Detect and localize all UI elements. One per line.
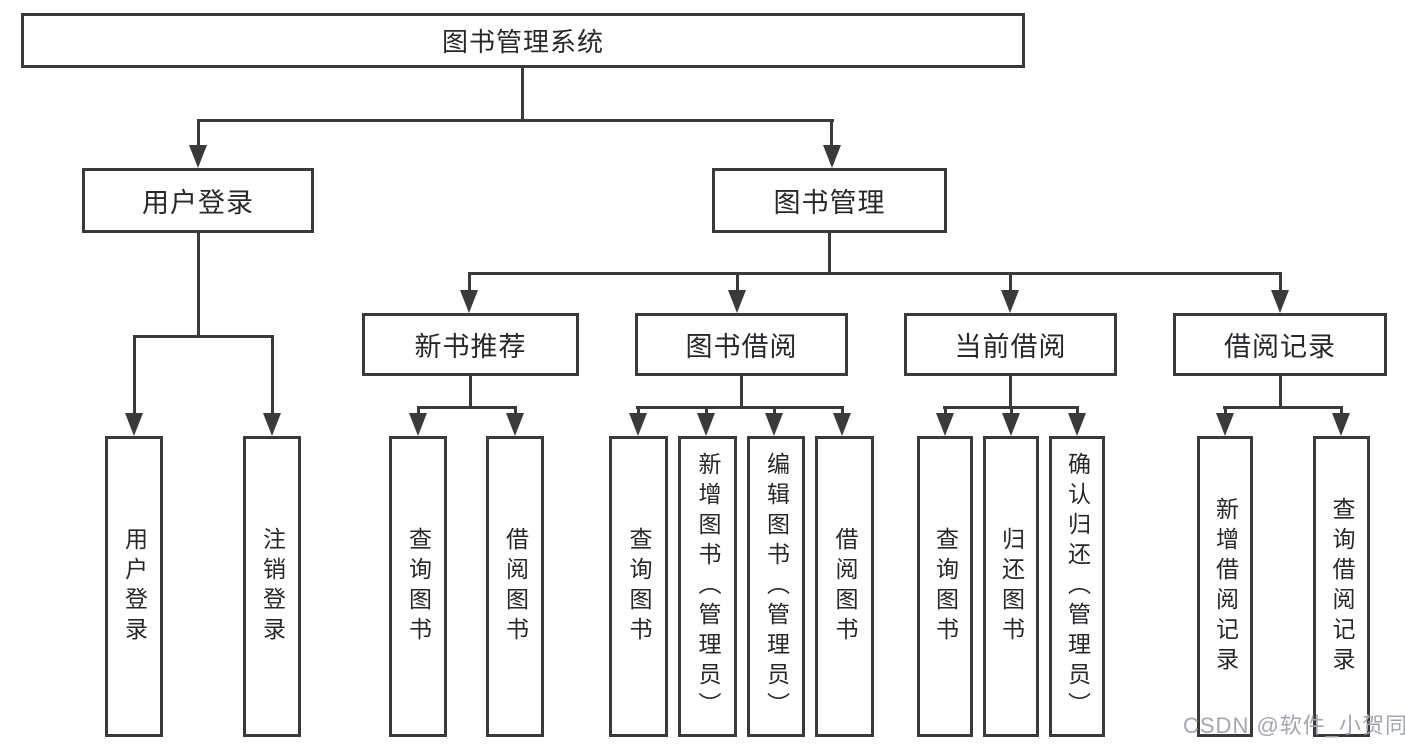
node-label: 确认归还（管理员） <box>1064 451 1091 722</box>
node-label: 查询图书 <box>932 526 959 647</box>
node-label: 图书管理系统 <box>441 27 604 57</box>
connector-line <box>417 406 420 416</box>
node-label: 新书推荐 <box>414 332 527 362</box>
connector-line <box>1076 406 1079 416</box>
node-label: 查询图书 <box>626 526 652 647</box>
arrow-down-icon <box>1001 290 1019 313</box>
connector-line <box>637 406 640 416</box>
leaf-query-books-borrow: 查询图书 <box>609 436 668 737</box>
node-label: 当前借阅 <box>954 332 1067 362</box>
node-current-borrow: 当前借阅 <box>904 313 1117 376</box>
node-label: 注销登录 <box>259 526 286 647</box>
connector-line <box>1009 272 1012 292</box>
arrow-down-icon <box>125 413 143 436</box>
leaf-confirm-return-admin: 确认归还（管理员） <box>1049 436 1105 737</box>
connector-line <box>469 376 472 406</box>
arrow-down-icon <box>1002 413 1020 436</box>
arrow-down-icon <box>263 413 281 436</box>
node-label: 用户登录 <box>142 188 254 218</box>
connector-line <box>1223 406 1343 409</box>
connector-line <box>1279 272 1282 292</box>
leaf-logout: 注销登录 <box>243 436 301 737</box>
csdn-watermark: CSDN @软件_小贺同学 <box>1183 713 1405 738</box>
node-book-borrow: 图书借阅 <box>635 313 848 376</box>
connector-line <box>944 406 947 416</box>
leaf-return-books: 归还图书 <box>983 436 1039 737</box>
node-label: 借阅记录 <box>1224 332 1336 362</box>
arrow-down-icon <box>460 290 478 313</box>
arrow-down-icon <box>629 413 647 436</box>
leaf-borrow-books-recommend: 借阅图书 <box>486 436 544 737</box>
connector-line <box>197 119 834 122</box>
node-label: 查询图书 <box>405 526 432 647</box>
leaf-edit-books-admin: 编辑图书（管理员） <box>747 436 805 737</box>
node-label: 借阅图书 <box>502 526 529 647</box>
connector-line <box>841 406 844 416</box>
node-user-login: 用户登录 <box>82 168 314 233</box>
arrow-down-icon <box>1271 290 1289 313</box>
connector-line <box>1340 406 1343 416</box>
arrow-down-icon <box>936 413 954 436</box>
leaf-query-books-current: 查询图书 <box>917 436 973 737</box>
connector-line <box>133 335 136 415</box>
connector-line <box>1279 376 1282 406</box>
connector-line <box>705 406 708 416</box>
connector-line <box>636 406 844 409</box>
connector-line <box>521 68 524 119</box>
node-book-management: 图书管理 <box>712 168 947 233</box>
connector-line <box>197 233 200 335</box>
arrow-down-icon <box>697 413 715 436</box>
node-new-book-recommend: 新书推荐 <box>362 313 579 376</box>
arrow-down-icon <box>728 290 746 313</box>
arrow-down-icon <box>506 413 524 436</box>
node-label: 图书管理 <box>773 188 886 218</box>
leaf-add-books-admin: 新增图书（管理员） <box>678 436 737 737</box>
arrow-down-icon <box>1068 413 1086 436</box>
node-borrow-records: 借阅记录 <box>1173 313 1387 376</box>
node-label: 借阅图书 <box>832 526 858 647</box>
connector-line <box>828 233 831 275</box>
arrow-down-icon <box>823 145 841 168</box>
connector-line <box>1224 406 1227 416</box>
connector-line <box>773 406 776 416</box>
node-label: 图书借阅 <box>685 332 798 362</box>
connector-line <box>133 335 274 338</box>
leaf-add-borrow-record: 新增借阅记录 <box>1197 436 1253 737</box>
connector-line <box>468 272 1282 275</box>
arrow-down-icon <box>1332 413 1350 436</box>
leaf-query-books-recommend: 查询图书 <box>389 436 447 737</box>
connector-line <box>830 119 833 147</box>
connector-line <box>1009 376 1012 406</box>
connector-line <box>271 335 274 415</box>
node-label: 编辑图书（管理员） <box>763 451 790 722</box>
node-label: 查询借阅记录 <box>1329 496 1355 677</box>
leaf-user-login: 用户登录 <box>105 436 163 737</box>
connector-line <box>736 272 739 292</box>
node-label: 新增借阅记录 <box>1212 496 1239 677</box>
arrow-down-icon <box>765 413 783 436</box>
connector-line <box>468 272 471 292</box>
connector-line <box>417 406 517 409</box>
arrow-down-icon <box>409 413 427 436</box>
leaf-query-borrow-record: 查询借阅记录 <box>1313 436 1370 737</box>
arrow-down-icon <box>189 145 207 168</box>
connector-line <box>740 376 743 406</box>
node-label: 用户登录 <box>121 526 148 647</box>
node-label: 归还图书 <box>998 526 1025 647</box>
connector-line <box>514 406 517 416</box>
node-root: 图书管理系统 <box>21 13 1025 68</box>
connector-line <box>1010 406 1013 416</box>
leaf-borrow-books: 借阅图书 <box>815 436 874 737</box>
node-label: 新增图书（管理员） <box>695 451 721 722</box>
arrow-down-icon <box>1216 413 1234 436</box>
connector-line <box>197 119 200 147</box>
arrow-down-icon <box>833 413 851 436</box>
